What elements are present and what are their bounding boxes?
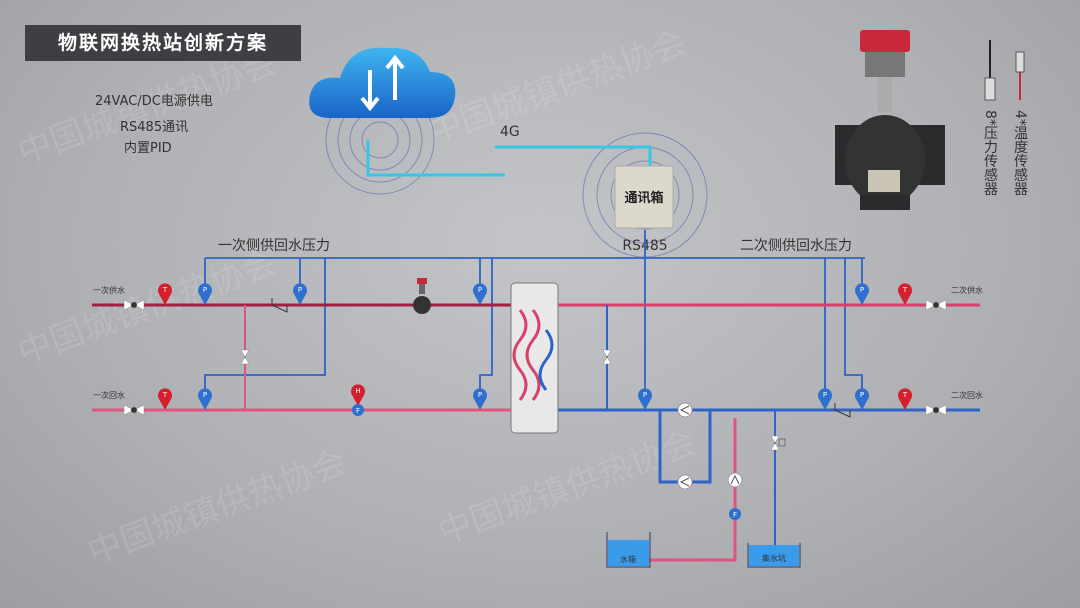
flow-meter-marker: F [729,508,741,520]
page-title: 物联网换热站创新方案 [25,25,301,61]
secondary-return-label: 二次回水 [951,390,983,400]
link-4g-label: 4G [500,124,520,140]
primary-supply-valve[interactable] [123,299,145,311]
primary-return-label: 一次回水 [93,390,125,400]
svg-text:T: T [162,391,168,399]
heat-sensor-marker: H [351,384,366,406]
svg-text:T: T [162,286,168,294]
drain-valve[interactable] [770,435,786,451]
svg-text:H: H [355,387,360,395]
svg-text:F: F [356,407,360,415]
svg-text:P: P [860,391,864,399]
pressure-sensor-marker: P [198,388,213,410]
svg-text:P: P [643,391,647,399]
svg-text:P: P [823,391,827,399]
svg-text:P: P [203,286,207,294]
pressure-sensor-image [984,40,996,101]
water-tank [606,532,651,568]
cloud-icon [309,47,708,258]
sump [747,543,801,568]
pressure-signal-lines [204,230,865,395]
secondary-supply-valve[interactable] [925,299,947,311]
temp-sensor-marker: T [158,388,173,410]
pressure-sensor-marker: P [638,388,653,410]
pressure-sensor-marker: P [473,283,488,305]
secondary-pressure-label: 二次侧供回水压力 [740,238,852,254]
pump-icon[interactable] [677,402,693,418]
secondary-supply-label: 二次供水 [951,285,983,295]
feature-power: 24VAC/DC电源供电 [95,94,213,109]
pressure-sensor-marker: P [293,283,307,305]
bypass-valve[interactable] [602,349,612,365]
pressure-sensor-marker: P [817,388,832,410]
makeup-pump-icon[interactable] [727,472,743,488]
svg-text:P: P [203,391,207,399]
svg-text:P: P [478,286,482,294]
svg-text:P: P [298,286,302,294]
sump-label: 集水坑 [762,553,786,563]
secondary-return-valve[interactable] [925,404,947,416]
primary-pressure-label: 一次侧供回水压力 [218,238,330,254]
pressure-sensor-marker: P [855,388,869,410]
primary-return-valve[interactable] [123,404,145,416]
pump-loop-pipe [658,410,712,484]
comm-box [614,165,674,229]
pressure-sensor-marker: P [473,388,488,410]
svg-text:F: F [733,511,737,519]
pressure-sensor-marker: P [855,283,869,305]
svg-text:T: T [902,391,908,399]
makeup-water-pipe [612,418,737,562]
comm-box-label: 通讯箱 [624,190,663,206]
feature-pid: 内置PID [124,141,172,156]
temp-sensor-marker: T [897,283,913,305]
temp-sensor-marker: T [158,283,173,305]
flow-meter-marker: F [352,404,364,416]
svg-text:P: P [478,391,482,399]
filter-icon [271,298,288,313]
pressure-sensor-label: 8*压力传感器 [982,110,998,196]
temperature-sensor-label: 4*温度传感器 [1012,110,1028,196]
control-valve-image [835,30,945,210]
temperature-sensor-image [1015,51,1025,100]
signal-link [366,140,652,177]
feature-rs485: RS485通讯 [120,120,189,135]
filter-icon [834,403,851,418]
temp-sensor-marker: T [897,388,913,410]
heat-exchanger [510,282,559,434]
electric-control-valve-icon[interactable] [413,278,431,314]
pump-icon[interactable] [677,474,693,490]
bypass-valve[interactable] [240,349,250,365]
svg-text:P: P [860,286,864,294]
water-tank-label: 水箱 [620,554,636,564]
pressure-sensor-marker: P [198,283,213,305]
primary-supply-label: 一次供水 [93,285,125,295]
svg-text:T: T [902,286,908,294]
